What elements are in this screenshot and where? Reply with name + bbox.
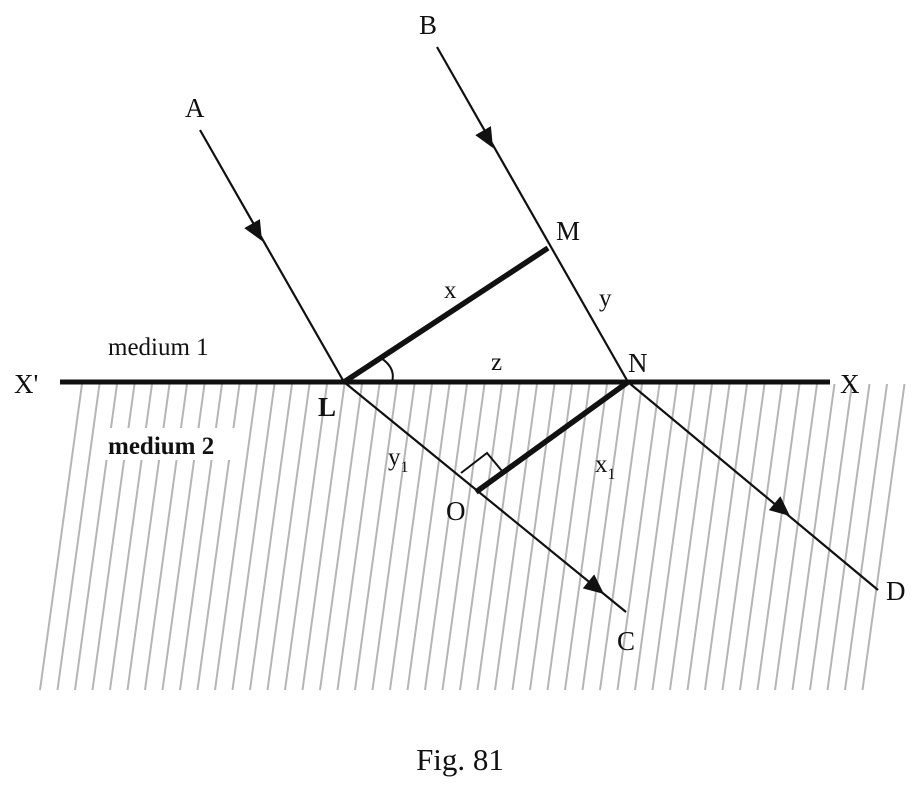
hatch-line bbox=[809, 383, 853, 691]
hatch-line bbox=[336, 383, 381, 691]
label-point-d: D bbox=[886, 576, 906, 606]
hatch-line bbox=[616, 383, 661, 691]
hatch-line bbox=[56, 383, 101, 691]
hatch-line bbox=[266, 383, 311, 691]
label-segment-y1: y1 bbox=[388, 444, 409, 476]
label-point-c: C bbox=[617, 626, 635, 656]
hatch-line bbox=[441, 383, 486, 691]
angle-arc-l bbox=[380, 357, 394, 383]
hatch-line bbox=[301, 383, 346, 691]
hatch-line bbox=[599, 383, 643, 691]
hatch-line bbox=[634, 383, 678, 691]
hatch-line bbox=[476, 383, 521, 691]
label-point-l: L bbox=[318, 392, 336, 422]
hatch-line bbox=[581, 383, 626, 691]
label-point-a: A bbox=[185, 93, 205, 123]
refracted-ray-nd bbox=[627, 381, 879, 591]
hatch-line bbox=[844, 383, 888, 691]
label-point-x: X bbox=[840, 369, 860, 399]
hatch-line bbox=[319, 383, 363, 691]
hatch-line bbox=[231, 383, 276, 691]
hatch-line bbox=[459, 383, 503, 691]
label-point-b: B bbox=[419, 10, 437, 40]
label-segment-y1-base: y bbox=[388, 444, 401, 471]
arrow-ray-b bbox=[475, 126, 493, 148]
label-segment-y1-sub: 1 bbox=[401, 459, 409, 476]
hatch-line bbox=[249, 383, 293, 691]
wavefront-lm bbox=[342, 245, 550, 385]
hatch-line bbox=[756, 383, 801, 691]
hatch-line bbox=[529, 383, 573, 691]
medium-2-label-backdrop bbox=[104, 428, 244, 460]
refracted-ray-lc bbox=[343, 381, 627, 613]
label-medium-2: medium 2 bbox=[108, 433, 214, 460]
hatch-line bbox=[546, 383, 591, 691]
label-point-m: M bbox=[556, 216, 580, 246]
figure-caption: Fig. 81 bbox=[416, 742, 504, 777]
label-segment-x1-sub: 1 bbox=[608, 466, 616, 483]
hatch-line bbox=[826, 383, 871, 691]
hatch-line bbox=[214, 383, 258, 691]
label-segment-y: y bbox=[599, 285, 612, 312]
hatch-line bbox=[564, 383, 608, 691]
incident-ray-a bbox=[199, 129, 345, 383]
hatch-line bbox=[651, 383, 696, 691]
hatch-line bbox=[669, 383, 713, 691]
hatch-line bbox=[354, 383, 398, 691]
label-segment-z: z bbox=[491, 349, 502, 376]
hatch-line bbox=[704, 383, 748, 691]
arrow-ray-c bbox=[582, 574, 604, 594]
hatch-line bbox=[861, 383, 906, 691]
hatch-line bbox=[389, 383, 433, 691]
hatch-line bbox=[774, 383, 818, 691]
right-angle-marker bbox=[460, 451, 503, 474]
label-segment-x1-base: x bbox=[595, 451, 608, 478]
label-segment-x1: x1 bbox=[595, 451, 616, 483]
hatch-line bbox=[494, 383, 538, 691]
hatch-line bbox=[424, 383, 468, 691]
label-point-n: N bbox=[628, 348, 648, 378]
wavefront-on bbox=[474, 379, 630, 495]
hatch-line bbox=[39, 383, 83, 691]
label-point-x-prime: X' bbox=[14, 369, 38, 399]
hatch-line bbox=[686, 383, 731, 691]
label-point-o: O bbox=[446, 496, 466, 526]
arrow-ray-a bbox=[244, 219, 262, 241]
hatch-line bbox=[406, 383, 451, 691]
hatch-line bbox=[284, 383, 328, 691]
arrow-ray-d bbox=[768, 496, 790, 516]
hatch-line bbox=[739, 383, 783, 691]
label-medium-1: medium 1 bbox=[108, 334, 209, 361]
label-segment-x: x bbox=[444, 277, 457, 304]
hatch-line bbox=[721, 383, 766, 691]
hatch-line bbox=[371, 383, 416, 691]
incident-ray-b bbox=[436, 46, 629, 383]
